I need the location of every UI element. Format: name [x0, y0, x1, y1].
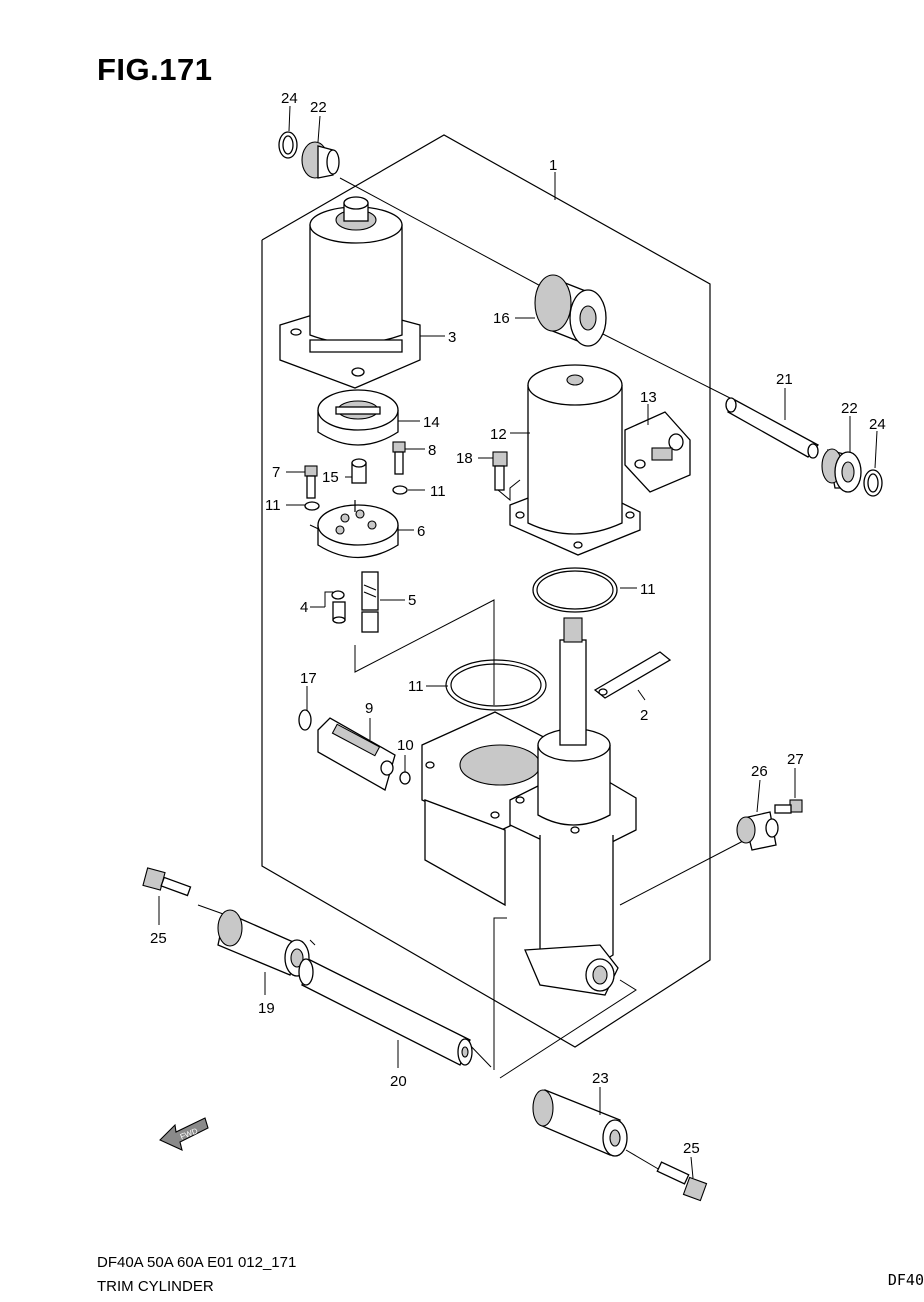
- callout-17: 17: [300, 670, 317, 687]
- callout-11a: 11: [640, 581, 656, 598]
- valve-4: [331, 590, 346, 624]
- callout-7: 7: [272, 464, 280, 481]
- spacer-26: [736, 811, 779, 851]
- bolt-18: [492, 451, 521, 502]
- footer-model-code: DF40A 50A 60A E01 012_171: [97, 1254, 297, 1271]
- o-ring-11-left: [304, 501, 320, 511]
- bushing-19: [217, 909, 310, 977]
- valve-assembly-5: [361, 571, 379, 633]
- bushing-16: [534, 274, 607, 347]
- callout-24b: 24: [869, 416, 886, 433]
- circlip-24-top: [278, 131, 298, 159]
- cylinder-body: [421, 617, 637, 996]
- callout-19: 19: [258, 1000, 275, 1017]
- fitting-13: [624, 411, 691, 493]
- trim-motor: [279, 196, 421, 389]
- callout-8: 8: [428, 442, 436, 459]
- callout-12: 12: [490, 426, 507, 443]
- footer-part-group: TRIM CYLINDER: [97, 1278, 214, 1295]
- pump-body: [317, 500, 399, 559]
- gear-pump: [317, 389, 399, 446]
- shaft-20: [298, 958, 473, 1066]
- callout-27: 27: [787, 751, 804, 768]
- callout-16: 16: [493, 310, 510, 327]
- bolt-25-bottom: [656, 1161, 708, 1202]
- corner-model-code: DF40: [887, 1271, 924, 1289]
- callout-22a: 22: [841, 400, 858, 417]
- fwd-arrow-icon: FWD: [159, 1117, 209, 1151]
- bracket-2: [593, 651, 672, 699]
- callout-9: 9: [365, 700, 373, 717]
- callout-20: 20: [390, 1073, 407, 1090]
- o-ring-10: [399, 771, 411, 785]
- callout-23: 23: [592, 1070, 609, 1087]
- callout-2: 2: [640, 707, 648, 724]
- figure-title: FIG.171: [97, 52, 213, 87]
- o-ring-11-right: [392, 485, 408, 495]
- callout-21: 21: [776, 371, 793, 388]
- reservoir: [509, 364, 641, 556]
- assembly-outline-box: [261, 134, 711, 1048]
- callout-leaders: [158, 105, 878, 1179]
- callout-13: 13: [640, 389, 657, 406]
- callout-18: 18: [456, 450, 473, 467]
- bolt-27: [774, 799, 803, 814]
- circlip-17: [298, 709, 312, 731]
- callout-11c: 11: [265, 497, 281, 514]
- bushing-22-right: [821, 448, 862, 493]
- callout-25a: 25: [150, 930, 167, 947]
- bushing-22-top: [301, 141, 340, 179]
- callout-6: 6: [417, 523, 425, 540]
- o-ring-11-large-upper: [532, 567, 618, 613]
- bolt-25-left: [142, 867, 192, 897]
- callout-24a: 24: [281, 90, 298, 107]
- callout-26: 26: [751, 763, 768, 780]
- callout-10: 10: [397, 737, 414, 754]
- callout-5: 5: [408, 592, 416, 609]
- callout-15: 15: [322, 469, 339, 486]
- callout-22b: 22: [310, 99, 327, 116]
- manual-release-valve: [317, 717, 396, 791]
- bolt-7: [304, 465, 318, 499]
- callout-11b: 11: [408, 678, 424, 695]
- shaft-15: [351, 458, 367, 484]
- callout-labels: 1 2 3 4 5 6 7 8 9 10 11 11 11 11 12 13 1…: [150, 90, 886, 1157]
- bushing-23: [532, 1089, 628, 1157]
- shaft-21: [725, 397, 820, 459]
- callout-4: 4: [300, 599, 308, 616]
- circlip-24-right: [863, 469, 883, 497]
- callout-25b: 25: [683, 1140, 700, 1157]
- callout-11d: 11: [430, 483, 446, 500]
- bolt-8: [392, 441, 406, 475]
- callout-14: 14: [423, 414, 440, 431]
- callout-3: 3: [448, 329, 456, 346]
- o-ring-11-large-lower: [445, 659, 547, 711]
- callout-1: 1: [549, 157, 557, 174]
- exploded-parts-diagram: FWD 1: [142, 90, 886, 1202]
